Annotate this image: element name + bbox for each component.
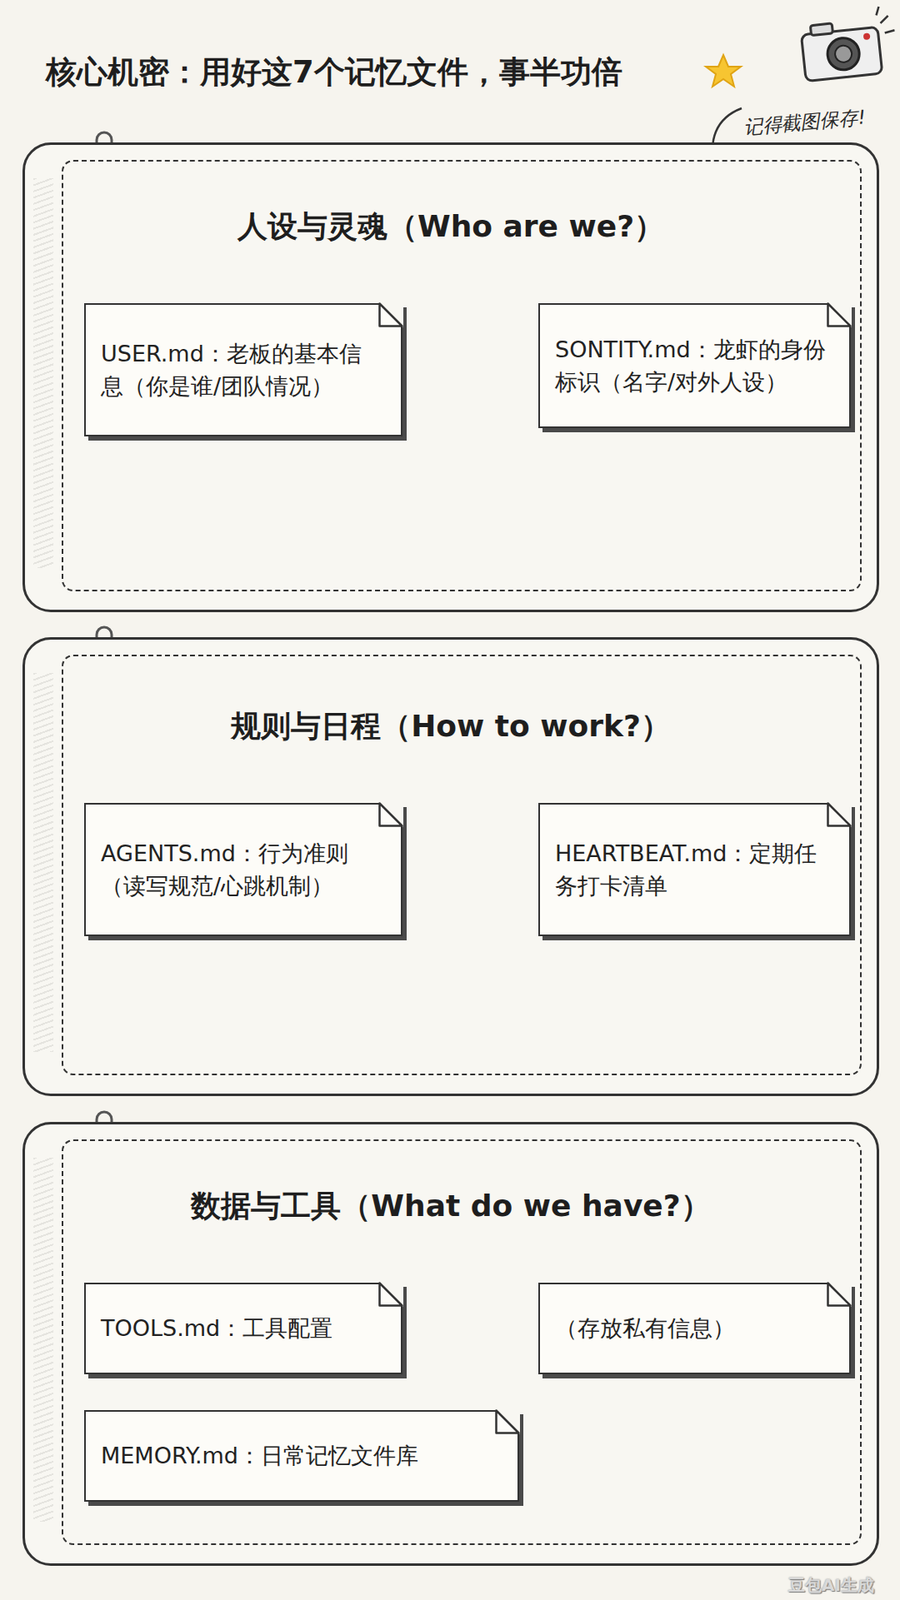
note-box: USER.md：老板的基本信息（你是谁/团队情况） bbox=[84, 303, 403, 437]
note-label: 记得截图保存! bbox=[742, 104, 867, 141]
page-title: 核心机密：用好这7个记忆文件，事半功倍 bbox=[45, 51, 623, 94]
panel-heading: 数据与工具（What do we have?） bbox=[25, 1186, 877, 1228]
group-panel: 人设与灵魂（Who are we?） USER.md：老板的基本信息（你是谁/团队… bbox=[22, 142, 880, 613]
folded-corner bbox=[826, 1282, 852, 1308]
note-text: USER.md：老板的基本信息（你是谁/团队情况） bbox=[100, 337, 383, 403]
note-text: AGENTS.md：行为准则（读写规范/心跳机制） bbox=[100, 837, 383, 903]
note-text: TOOLS.md：工具配置 bbox=[100, 1312, 333, 1345]
watermark: 豆包AI生成 bbox=[788, 1575, 875, 1598]
folded-corner bbox=[378, 302, 404, 328]
group-panel: 规则与日程（How to work?） AGENTS.md：行为准则（读写规范/心… bbox=[22, 637, 880, 1097]
folded-corner bbox=[378, 1282, 404, 1308]
panel-heading: 规则与日程（How to work?） bbox=[25, 706, 877, 748]
note-text: （存放私有信息） bbox=[555, 1312, 735, 1345]
folded-corner bbox=[495, 1410, 520, 1435]
panel-heading: 人设与灵魂（Who are we?） bbox=[25, 206, 877, 248]
folded-corner bbox=[826, 802, 852, 828]
note-box: TOOLS.md：工具配置 bbox=[84, 1283, 403, 1375]
note-text: MEMORY.md：日常记忆文件库 bbox=[100, 1440, 419, 1473]
note-box: AGENTS.md：行为准则（读写规范/心跳机制） bbox=[84, 803, 403, 937]
note-text: HEARTBEAT.md：定期任务打卡清单 bbox=[555, 837, 831, 903]
note-box: MEMORY.md：日常记忆文件库 bbox=[84, 1410, 520, 1503]
folded-corner bbox=[378, 802, 404, 828]
note-box: SONTITY.md：龙虾的身份标识（名字/对外人设） bbox=[538, 303, 851, 429]
note-box: （存放私有信息） bbox=[538, 1283, 851, 1375]
group-panel: 数据与工具（What do we have?） TOOLS.md：工具配置 （存放私… bbox=[22, 1122, 880, 1567]
camera-icon bbox=[799, 5, 900, 81]
star-icon bbox=[705, 55, 741, 87]
note-box: HEARTBEAT.md：定期任务打卡清单 bbox=[538, 803, 851, 937]
note-text: SONTITY.md：龙虾的身份标识（名字/对外人设） bbox=[555, 333, 831, 399]
folded-corner bbox=[826, 302, 852, 328]
